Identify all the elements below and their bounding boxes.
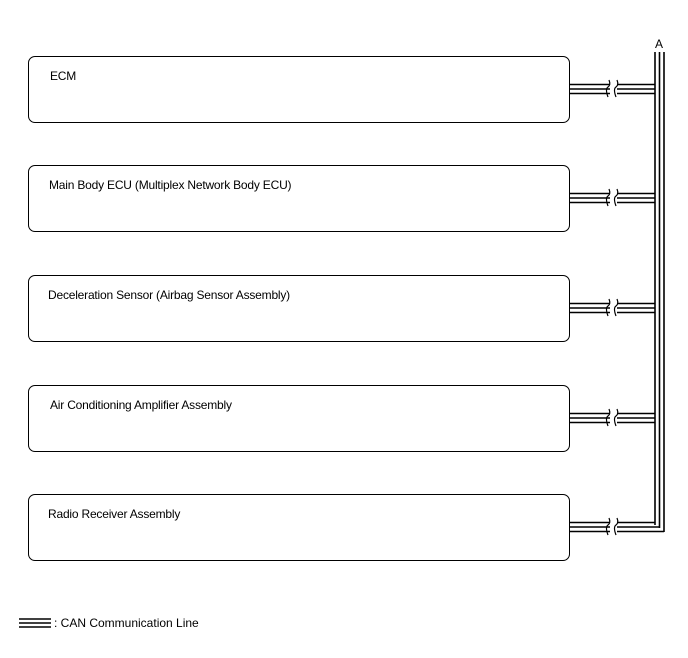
can-branch-air-conditioning-amplifier [570, 408, 655, 427]
ecu-box-deceleration-sensor: Deceleration Sensor (Airbag Sensor Assem… [28, 275, 570, 342]
ecu-box-air-conditioning-amplifier: Air Conditioning Amplifier Assembly [28, 385, 570, 452]
line-break-mark [605, 188, 611, 207]
line-break-mark [605, 408, 611, 427]
can-branch-ecm [570, 79, 655, 98]
can-branch-radio-receiver [570, 517, 664, 536]
line-break-mark [605, 79, 611, 98]
ecu-label-main-body-ecu: Main Body ECU (Multiplex Network Body EC… [49, 178, 292, 192]
bus-label-a: A [655, 37, 664, 51]
can-line-legend-icon [19, 618, 51, 628]
line-break-mark [613, 298, 619, 317]
ecu-label-air-conditioning-amplifier: Air Conditioning Amplifier Assembly [50, 398, 232, 412]
line-break-mark [613, 408, 619, 427]
ecu-box-main-body-ecu: Main Body ECU (Multiplex Network Body EC… [28, 165, 570, 232]
line-break-mark [613, 188, 619, 207]
can-branch-main-body-ecu [570, 188, 655, 207]
ecu-label-radio-receiver: Radio Receiver Assembly [48, 507, 181, 521]
ecu-label-ecm: ECM [50, 69, 77, 83]
can-branch-deceleration-sensor [570, 298, 655, 317]
legend-label: : CAN Communication Line [54, 616, 199, 630]
ecu-label-deceleration-sensor: Deceleration Sensor (Airbag Sensor Assem… [48, 288, 290, 302]
line-break-mark [605, 298, 611, 317]
ecu-box-ecm: ECM [28, 56, 570, 123]
line-break-mark [613, 517, 619, 536]
line-break-mark [605, 517, 611, 536]
ecu-box-radio-receiver: Radio Receiver Assembly [28, 494, 570, 561]
line-break-mark [613, 79, 619, 98]
bus-trunk [654, 52, 665, 532]
